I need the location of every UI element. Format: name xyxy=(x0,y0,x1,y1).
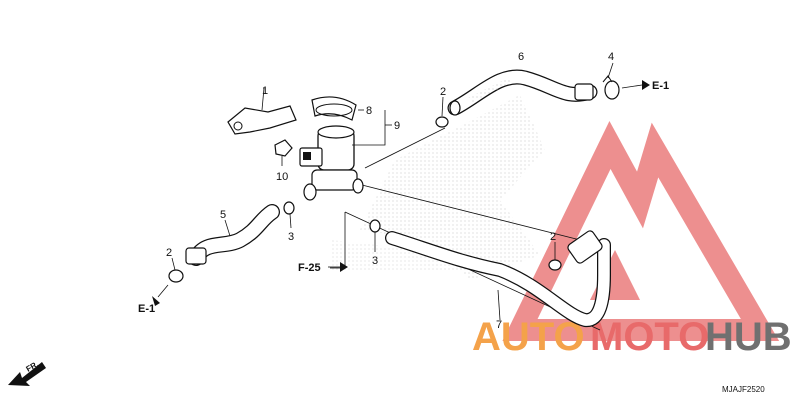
callout-2-right: 2 xyxy=(550,231,556,243)
callout-10: 10 xyxy=(276,171,288,183)
part-2-clip-right xyxy=(548,242,562,271)
watermark-auto: AUTO xyxy=(472,315,585,359)
callout-bracket-8-9 xyxy=(352,109,392,146)
part-5-left-hose xyxy=(185,204,280,266)
part-2-clip-top xyxy=(435,96,449,128)
part-2-clip-left xyxy=(152,257,184,306)
part-7-lower-hose xyxy=(385,230,611,327)
callout-8: 8 xyxy=(366,105,372,117)
callout-5: 5 xyxy=(220,209,226,221)
callout-7: 7 xyxy=(496,319,502,331)
part-code: MJAJF2520 xyxy=(722,385,765,394)
ref-f25: F-25 xyxy=(298,262,321,274)
ref-e1-bottom: E-1 xyxy=(138,303,155,315)
callout-3-left: 3 xyxy=(288,231,294,243)
part-3-clip-right xyxy=(369,219,381,252)
callout-3-right: 3 xyxy=(372,255,378,267)
callout-1: 1 xyxy=(262,85,268,97)
f25-arrow xyxy=(328,262,348,272)
part-6-upper-hose xyxy=(447,69,598,116)
part-10-bolt xyxy=(274,139,293,166)
watermark-hub: HUB xyxy=(705,315,792,359)
ref-e1-top: E-1 xyxy=(652,80,669,92)
callout-2-top: 2 xyxy=(440,86,446,98)
watermark-text: AUTO MOTO HUB xyxy=(472,315,792,359)
part-9-valve xyxy=(299,125,364,201)
part-3-clip-left xyxy=(283,201,295,229)
part-4-clip xyxy=(602,62,620,100)
watermark-moto: MOTO xyxy=(590,315,709,359)
part-8-ring xyxy=(311,96,357,121)
callout-4: 4 xyxy=(608,51,614,63)
callout-9: 9 xyxy=(394,120,400,132)
arrow-down-left-icon xyxy=(8,362,46,386)
callout-6: 6 xyxy=(518,51,524,63)
part-1-bracket xyxy=(227,87,297,135)
callout-2-left: 2 xyxy=(166,247,172,259)
